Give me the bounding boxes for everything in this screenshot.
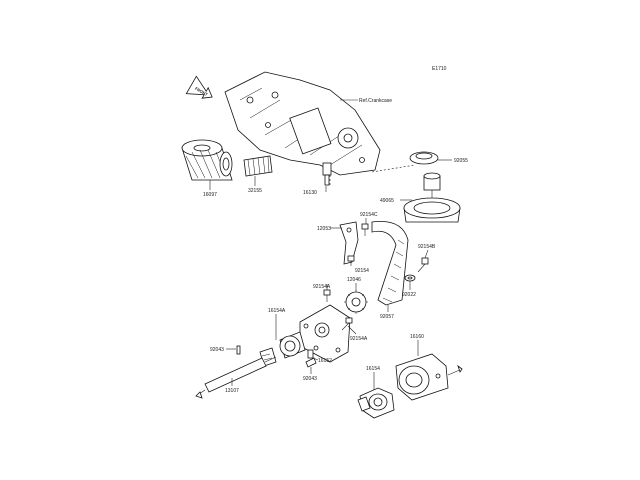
callout-92055: 92055 <box>454 158 468 164</box>
callout-92154: 92154 <box>355 268 369 274</box>
bolt-92154a-bottom-icon <box>341 317 353 331</box>
callout-16130: 16130 <box>303 190 317 196</box>
pump-body-icon <box>395 353 463 401</box>
front-label: FRONT <box>194 86 209 97</box>
pin-bottom-icon <box>305 357 317 368</box>
bolt-92154-icon <box>347 255 355 266</box>
drive-chain-icon <box>371 221 409 306</box>
callout-16154A: 16154A <box>268 308 286 314</box>
callout-12053: 12053 <box>317 226 331 232</box>
callout-16152: 16152 <box>318 358 332 364</box>
o-ring-icon <box>409 151 439 165</box>
callout-16097: 16097 <box>203 192 217 198</box>
rotor-16154a-icon <box>259 331 306 367</box>
oil-filter-icon <box>181 139 233 181</box>
pump-cover-icon <box>299 304 351 363</box>
strainer-icon <box>243 155 273 177</box>
chain-guide-icon <box>339 221 359 265</box>
callout-92043-bottom: 92043 <box>303 376 317 382</box>
pin-left-icon <box>236 345 241 355</box>
callout-32155: 32155 <box>248 188 262 194</box>
callout-92154B: 92154B <box>418 244 436 250</box>
washer-icon <box>404 274 416 282</box>
oil-strainer-pan-icon <box>403 172 461 223</box>
rotor-16154-icon <box>357 387 395 419</box>
pin-16152-icon <box>307 349 314 359</box>
front-arrow-icon: FRONT <box>185 75 213 99</box>
sprocket-icon <box>344 290 368 314</box>
callout-16160: 16160 <box>410 334 424 340</box>
callout-13107: 13107 <box>225 388 239 394</box>
callout-92154C: 92154C <box>360 212 378 218</box>
callout-16154: 16154 <box>366 366 380 372</box>
callout-92043-left: 92043 <box>210 347 224 353</box>
ref-crankcase-label: Ref.Crankcase <box>359 98 392 104</box>
callout-92057: 92057 <box>380 314 394 320</box>
diagram-code: E1710 <box>432 66 447 72</box>
callout-12046: 12046 <box>347 277 361 283</box>
callout-92022: 92022 <box>402 292 416 298</box>
crankcase-icon <box>224 71 381 176</box>
callout-92154A-bottom: 92154A <box>350 336 368 342</box>
bolt-92154b-icon <box>417 257 429 273</box>
leader-92154A-bottom <box>347 325 357 335</box>
pump-shaft-icon <box>195 356 277 399</box>
pressure-switch-icon <box>322 162 332 186</box>
leader-92154B <box>424 249 429 259</box>
bolt-92154a-top-icon <box>323 289 331 302</box>
callout-92154A-top: 92154A <box>313 284 331 290</box>
bolt-92154c-icon <box>361 223 369 236</box>
callout-49065: 49065 <box>380 198 394 204</box>
